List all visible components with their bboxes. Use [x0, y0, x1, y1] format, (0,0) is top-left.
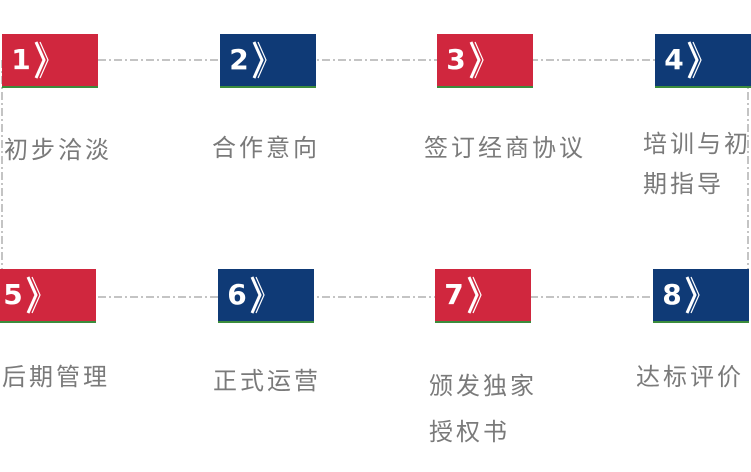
step-chevron-icon — [2, 34, 98, 88]
step-badge: 4 — [655, 34, 751, 88]
step-badge: 8 — [653, 269, 749, 323]
step-badge: 2 — [220, 34, 316, 88]
step-label: 颁发独家 授权书 — [429, 363, 579, 455]
step-label: 正式运营 — [213, 361, 363, 401]
step-number: 1 — [11, 43, 31, 76]
step-label: 初步洽淡 — [4, 130, 154, 170]
step-badge: 7 — [435, 269, 531, 323]
step-number: 4 — [664, 43, 684, 76]
step-label: 达标评价 — [636, 357, 751, 397]
step-number: 5 — [3, 278, 23, 311]
step-4: 4 培训与初 期指导 — [643, 34, 751, 204]
step-number: 7 — [444, 278, 464, 311]
step-7: 7 颁发独家 授权书 — [429, 269, 585, 455]
step-5: 5 后期管理 — [0, 269, 150, 397]
step-chevron-icon — [653, 269, 749, 323]
step-label-line: 达标评价 — [636, 363, 744, 391]
step-number: 6 — [227, 278, 247, 311]
step-chevron-icon — [220, 34, 316, 88]
step-chevron-icon — [435, 269, 531, 323]
step-chevron-icon — [0, 269, 96, 323]
step-3: 3 签订经商协议 — [424, 34, 587, 168]
step-label-line: 初步洽淡 — [4, 136, 112, 164]
step-6: 6 正式运营 — [213, 269, 368, 401]
step-number: 2 — [229, 43, 249, 76]
step-2: 2 合作意向 — [212, 34, 370, 168]
step-chevron-icon — [218, 269, 314, 323]
step-label-line: 期指导 — [643, 170, 724, 198]
step-badge: 1 — [2, 34, 98, 88]
step-1: 1 初步洽淡 — [2, 34, 152, 170]
step-label: 后期管理 — [2, 357, 152, 397]
step-label-line: 正式运营 — [213, 367, 321, 395]
step-label: 签订经商协议 — [424, 128, 586, 168]
step-badge: 5 — [0, 269, 96, 323]
step-label-line: 合作意向 — [212, 134, 320, 162]
step-label: 合作意向 — [212, 128, 362, 168]
step-label-line: 授权书 — [429, 418, 510, 446]
step-number: 8 — [662, 278, 682, 311]
step-number: 3 — [446, 43, 466, 76]
step-8: 8 达标评价 — [636, 269, 751, 397]
step-chevron-icon — [655, 34, 751, 88]
step-label-line: 后期管理 — [2, 363, 110, 391]
step-label: 培训与初 期指导 — [643, 124, 751, 204]
step-label-line: 培训与初 — [643, 130, 751, 158]
step-label-line: 签订经商协议 — [424, 134, 586, 162]
step-badge: 6 — [218, 269, 314, 323]
step-badge: 3 — [437, 34, 533, 88]
step-chevron-icon — [437, 34, 533, 88]
step-label-line: 颁发独家 — [429, 372, 537, 400]
